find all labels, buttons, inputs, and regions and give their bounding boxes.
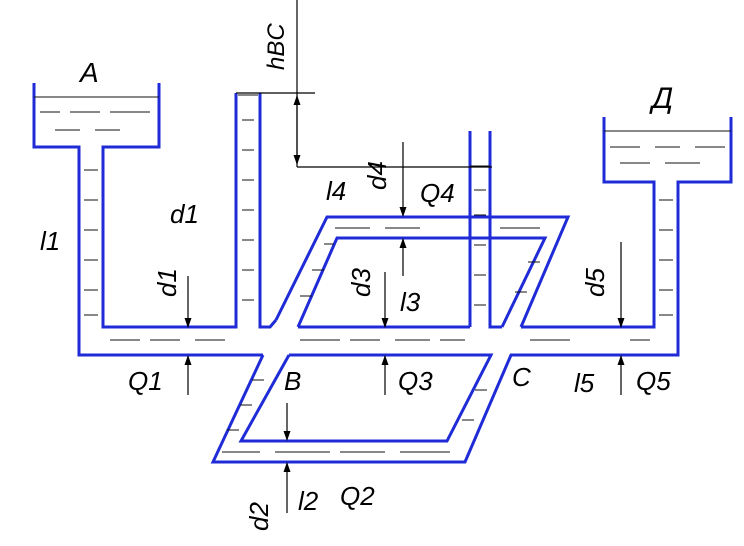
- head-dimension: [236, 0, 492, 168]
- lower-loop-pipes: [210, 339, 654, 464]
- label-q3: Q3: [398, 366, 433, 396]
- label-d1: d1: [152, 268, 182, 297]
- piezometer-c: [468, 131, 502, 329]
- label-d1-upper: d1: [170, 199, 199, 229]
- label-head-bc: hBC: [263, 23, 290, 70]
- label-node-b: B: [284, 366, 301, 396]
- label-d4: d4: [362, 161, 392, 190]
- piezometer-b: [238, 93, 278, 329]
- label-node-c: C: [512, 362, 531, 392]
- label-l1: l1: [40, 226, 60, 256]
- label-tank-a: A: [78, 57, 99, 88]
- label-l3: l3: [400, 287, 421, 317]
- reservoir-a: [32, 83, 263, 357]
- label-l5: l5: [574, 368, 595, 398]
- label-q4: Q4: [420, 178, 455, 208]
- label-d3: d3: [346, 268, 376, 297]
- label-tank-d: Д: [649, 82, 673, 115]
- label-q1: Q1: [128, 366, 163, 396]
- reservoir-d: [521, 117, 733, 357]
- label-l4: l4: [326, 176, 346, 206]
- label-q5: Q5: [636, 366, 671, 396]
- label-q2: Q2: [340, 481, 375, 511]
- upper-loop-pipes: [274, 215, 571, 329]
- label-d2: d2: [244, 502, 274, 531]
- label-d5: d5: [580, 268, 610, 297]
- label-l2: l2: [298, 486, 319, 516]
